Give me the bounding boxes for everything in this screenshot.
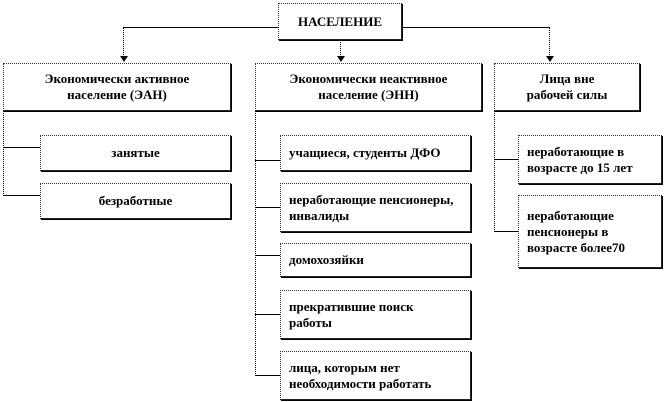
arrow-down-icon (546, 56, 554, 62)
branch-line-1 (3, 111, 4, 196)
item-box: лица, которым нет необходимости работать (280, 351, 471, 400)
branch-tick (255, 160, 280, 161)
connector-root-right (402, 27, 550, 28)
branch-line-3 (494, 111, 495, 232)
branch-tick (494, 159, 518, 160)
category-box-outside-labor: Лица вне рабочей силы (494, 63, 640, 111)
item-box: прекратившие поиск работы (280, 290, 471, 339)
connector-down-1 (123, 27, 124, 57)
category-box-active: Экономически активное население (ЭАН) (3, 63, 231, 111)
branch-tick (494, 231, 518, 232)
item-box: учащиеся, студенты ДФО (280, 135, 471, 171)
item-box: безработные (40, 183, 231, 219)
branch-tick (255, 207, 280, 208)
connector-root-left (123, 27, 279, 28)
arrow-down-icon (120, 56, 128, 62)
item-box: неработающие пенсионеры, инвалиды (280, 183, 471, 232)
arrow-down-icon (337, 56, 345, 62)
item-box: занятые (40, 135, 231, 171)
item-box: неработающие в возрасте до 15 лет (518, 135, 662, 184)
category-box-inactive: Экономически неактивное население (ЭНН) (255, 63, 482, 111)
connector-down-2 (340, 40, 341, 57)
branch-tick (3, 195, 40, 196)
root-box: НАСЕЛЕНИЕ (278, 3, 402, 40)
branch-tick (3, 147, 40, 148)
branch-line-2 (255, 111, 256, 376)
connector-down-3 (549, 27, 550, 57)
branch-tick (255, 255, 280, 256)
branch-tick (255, 314, 280, 315)
item-box: неработающие пенсионеры в возрасте более… (518, 195, 662, 268)
branch-tick (255, 375, 280, 376)
item-box: домохозяйки (280, 243, 471, 277)
